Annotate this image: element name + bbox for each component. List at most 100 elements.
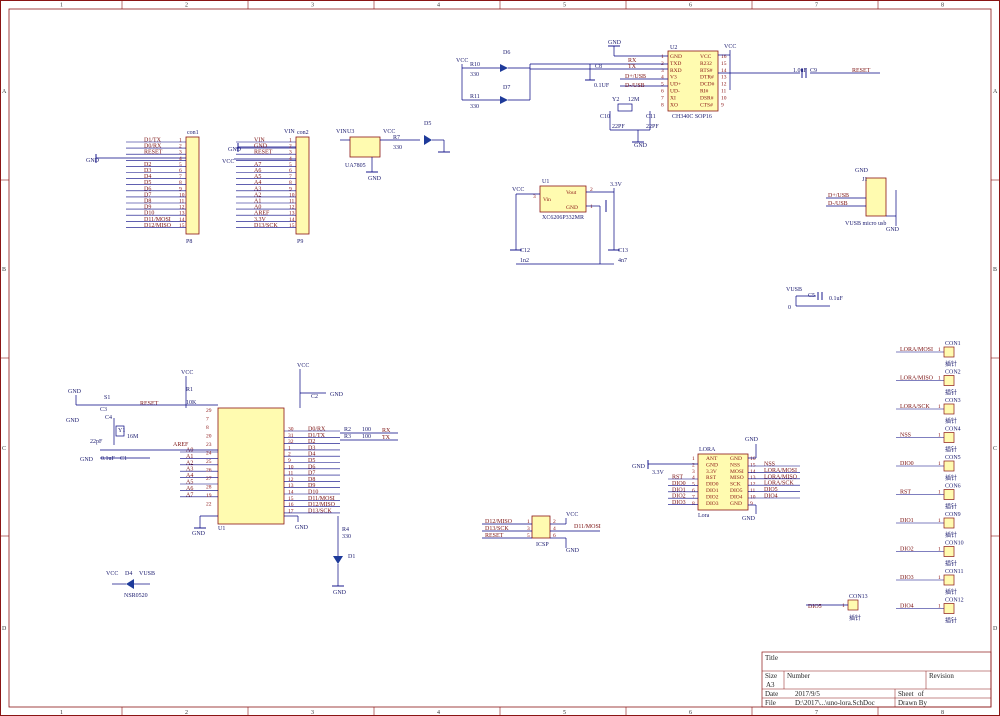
r11-val: 330: [470, 104, 479, 110]
isp-pin5: 5: [527, 533, 530, 539]
mcu-left-num: 28: [206, 485, 212, 491]
lora-right-net: DIO4: [764, 494, 778, 500]
mcu-a-net: A4: [186, 473, 193, 479]
lora-left-net: RST: [672, 475, 683, 481]
revision-label: Revision: [929, 672, 954, 680]
header_left-net: D5: [144, 180, 151, 186]
d6-ref: D6: [503, 50, 510, 56]
led-d7-symbol: [500, 96, 508, 104]
isp-pin6: 6: [553, 533, 556, 539]
p9-ref: con2: [297, 130, 309, 136]
isp-miso: D12/MISO: [485, 519, 513, 525]
header_left-num: 7: [179, 174, 182, 180]
r4-val: 330: [342, 534, 351, 540]
ch340-right-pin: DTR#: [700, 75, 714, 81]
connector-ref: CON9: [945, 512, 961, 518]
ch340-block: U2 CH340C SOP16 GND1TXD2RXD3V34UD+5UD-6X…: [585, 40, 880, 149]
connector-name: 插针: [945, 617, 957, 625]
col-label: 6: [689, 710, 692, 716]
header_left-num: 6: [179, 168, 182, 174]
connector-body: [943, 546, 955, 557]
col-label: 5: [563, 3, 566, 9]
lora-right-pin: MISO: [730, 475, 744, 481]
y1-val: 16M: [127, 434, 139, 440]
ch340-left-num: 3: [661, 68, 664, 74]
lora-right-net: NSS: [764, 462, 775, 468]
r2-val: 100: [362, 427, 371, 433]
lora-ref: LORA: [699, 447, 716, 453]
ch340-right-num: 12: [721, 82, 727, 88]
ch340-gnd-bottom: GND: [634, 143, 648, 149]
diode-d4: VCC D4 VUSB NSR0520: [106, 571, 155, 599]
header-p9-body: [295, 136, 310, 235]
ldo-c12-ref: C12: [520, 248, 530, 254]
mcu-a-net: A5: [186, 480, 193, 486]
mcu-left-num: 19: [206, 493, 212, 499]
mcu-a-net: A7: [186, 492, 193, 498]
lora-gnd-bottom: GND: [742, 516, 756, 522]
connector-body: [943, 603, 955, 614]
c10-val: 22PF: [612, 124, 625, 130]
ch340-left-pin: RXD: [670, 68, 682, 74]
mcu-d-net: D13/SCK: [308, 508, 332, 514]
mcu-right-num: 13: [288, 483, 294, 489]
connector-pin-num: 1: [938, 404, 941, 410]
header_left-num: 9: [179, 186, 182, 192]
r4-ref: R4: [342, 527, 349, 533]
lora-left-num: 7: [692, 494, 695, 500]
c10-ref: C10: [600, 114, 610, 120]
header_right-net: VIN: [254, 138, 265, 144]
d5-ref: D5: [424, 121, 431, 127]
col-label: 4: [437, 3, 440, 9]
mcu-gnd-2: GND: [330, 392, 344, 398]
ch340-right-num: 13: [721, 75, 727, 81]
ldo-pin1: 1: [590, 204, 593, 210]
lora-left-pin: RST: [706, 475, 717, 481]
lora-left-net: DIO3: [672, 500, 686, 506]
lora-right-pin: SCK: [730, 482, 741, 488]
header_right-net: A0: [254, 205, 261, 211]
row-label: D: [2, 626, 7, 632]
header_right-num: 8: [289, 180, 292, 186]
header_left-net: RESET: [144, 150, 163, 156]
col-label: 6: [689, 3, 692, 9]
lora-left-num: 6: [692, 488, 695, 494]
ch340-part: CH340C SOP16: [672, 114, 712, 120]
mcu-reset-net: RESET: [140, 401, 159, 407]
lora-left-num: 4: [692, 475, 695, 481]
isp-reset: RESET: [485, 533, 504, 539]
connector-ref: CON4: [945, 427, 961, 433]
header_right-net: A7: [254, 162, 261, 168]
header_left-num: 2: [179, 144, 182, 150]
ch340-left-num: 6: [661, 89, 664, 95]
ch340-right-pin: CTS#: [700, 102, 713, 108]
usb-ref: J1: [862, 177, 867, 183]
lora-left-net: DIO1: [672, 487, 686, 493]
header_right-net: AREF: [254, 211, 270, 217]
mcu-gnd-5: GND: [66, 418, 80, 424]
mcu-vcc2: VCC: [297, 363, 309, 369]
lora-right-num: 12: [750, 482, 756, 488]
ua7805-vin: VIN: [336, 129, 347, 135]
sheet-value: of: [918, 690, 925, 698]
connector-name: 插针: [945, 503, 957, 511]
reset-switch-ref: S1: [104, 395, 110, 401]
header_right-num: 1: [289, 138, 292, 144]
mcu-right-num: 1: [288, 445, 291, 451]
p9-gnd: GND: [228, 147, 242, 153]
col-label: 3: [311, 710, 314, 716]
mcu-d-net: D6: [308, 464, 315, 470]
header_right-num: 9: [289, 186, 292, 192]
header_right-num: 12: [289, 205, 295, 211]
ch340-right-num: 11: [721, 89, 727, 95]
connector-name: 插针: [945, 474, 957, 482]
mcu-right-num: 11: [288, 471, 294, 477]
mcu-gnd-3: GND: [192, 531, 206, 537]
connector-ref: CON2: [945, 370, 961, 376]
mcu-left-num: 29: [206, 408, 212, 414]
header_right-num: 7: [289, 174, 292, 180]
header_left-net: D7: [144, 192, 151, 198]
row-label: D: [993, 626, 998, 632]
header_right-num: 5: [289, 162, 292, 168]
lora-module: LORA Lora GND GND GND 3.3V ANT1GND23.3V3…: [632, 437, 800, 522]
